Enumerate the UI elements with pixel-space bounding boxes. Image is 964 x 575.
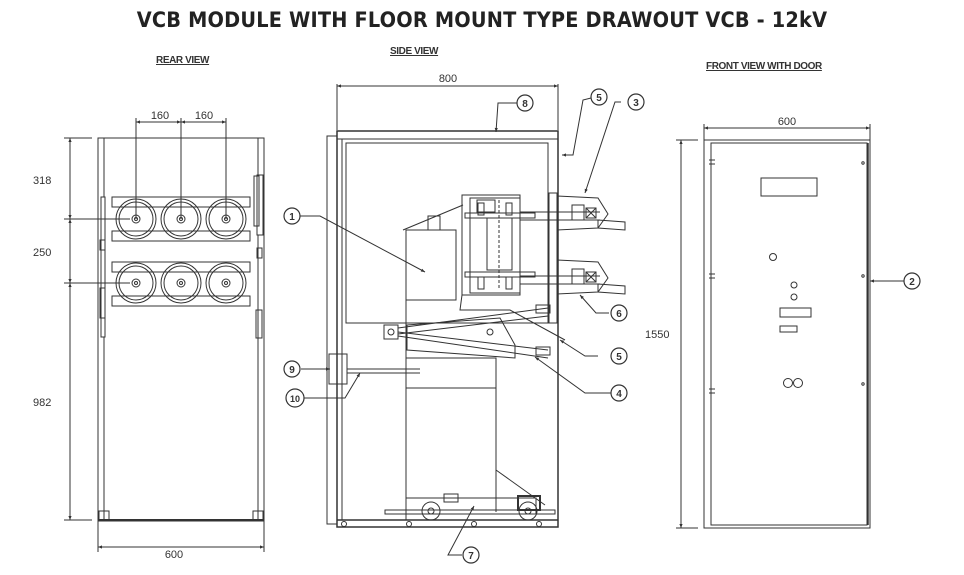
rear-foot-right: [252, 510, 264, 521]
side-upper-compartment: [345, 142, 549, 324]
side-view-label: SIDE VIEW: [390, 46, 439, 57]
truck-wheel-front: [421, 501, 441, 521]
callout-3: 3: [633, 98, 639, 109]
callout-5-bottom-bubble: [610, 347, 628, 365]
callout-2: 2: [909, 277, 915, 288]
side-view: [300, 84, 626, 556]
callout-10: 10: [290, 394, 300, 404]
side-rear-door: [326, 135, 338, 525]
lower-bushing-plate-top: [111, 261, 251, 273]
front-view-label: FRONT VIEW WITH DOOR: [706, 61, 822, 72]
rear-dim-spacing-left: 160: [151, 110, 169, 122]
callout-9: 9: [289, 365, 295, 376]
front-dim-width: 600: [778, 116, 796, 128]
door-lock-left: [783, 378, 793, 388]
callout-5-bottom: 5: [616, 352, 622, 363]
callout-4-bubble: [610, 384, 628, 402]
callout-6: 6: [616, 309, 622, 320]
callout-3-bubble: [627, 93, 645, 111]
callout-6-bubble: [610, 304, 628, 322]
lower-spout: [556, 259, 609, 295]
vcb-mechanism-box: [405, 229, 457, 301]
shutter-rail: [548, 192, 558, 324]
upper-bushing-plate-bottom: [111, 230, 251, 242]
callout-8: 8: [522, 99, 528, 110]
door-nameplate: [779, 307, 812, 318]
push-button-upper: [790, 281, 798, 289]
callout-5-top-bubble: [590, 88, 608, 106]
rear-dim-width: 600: [165, 549, 183, 561]
front-view: [676, 124, 904, 529]
callout-1-bubble: [283, 207, 301, 225]
rear-dim-top-height: 318: [33, 175, 51, 187]
side-dim-depth: 800: [439, 73, 457, 85]
rear-dim-spacing-right: 160: [195, 110, 213, 122]
rear-foot-left: [98, 510, 110, 521]
lower-bushing-plate-bottom: [111, 295, 251, 307]
lower-bushings: [115, 262, 247, 304]
drawing-title: VCB MODULE WITH FLOOR MOUNT TYPE DRAWOUT…: [136, 8, 828, 32]
push-button-lower: [790, 293, 798, 301]
upper-spout: [556, 195, 609, 231]
callout-7-bubble: [462, 546, 480, 564]
shutter-lever: [406, 317, 516, 359]
front-door: [710, 142, 868, 526]
door-window: [760, 177, 818, 197]
vcb-pole-housing: [461, 194, 521, 296]
indicator-lamp: [769, 253, 777, 261]
rear-dim-mid-height: 250: [33, 247, 51, 259]
rear-dim-bottom-height: 982: [33, 397, 51, 409]
door-label: [779, 325, 798, 333]
callout-7: 7: [468, 551, 474, 562]
callout-9-bubble: [283, 360, 301, 378]
callout-10-bubble: [285, 388, 305, 408]
door-lock-right: [793, 378, 803, 388]
shutter-pivot: [383, 324, 399, 340]
rear-view: [64, 118, 265, 552]
front-panel-outline: [703, 139, 871, 529]
rear-view-label: REAR VIEW: [156, 55, 210, 66]
callout-5-top: 5: [596, 93, 602, 104]
callout-1: 1: [289, 212, 295, 223]
front-dim-height: 1550: [645, 329, 669, 341]
side-frame-outer: [336, 130, 559, 528]
callout-8-bubble: [516, 94, 534, 112]
earthing-handle-bracket: [328, 353, 348, 385]
callout-4: 4: [616, 389, 622, 400]
